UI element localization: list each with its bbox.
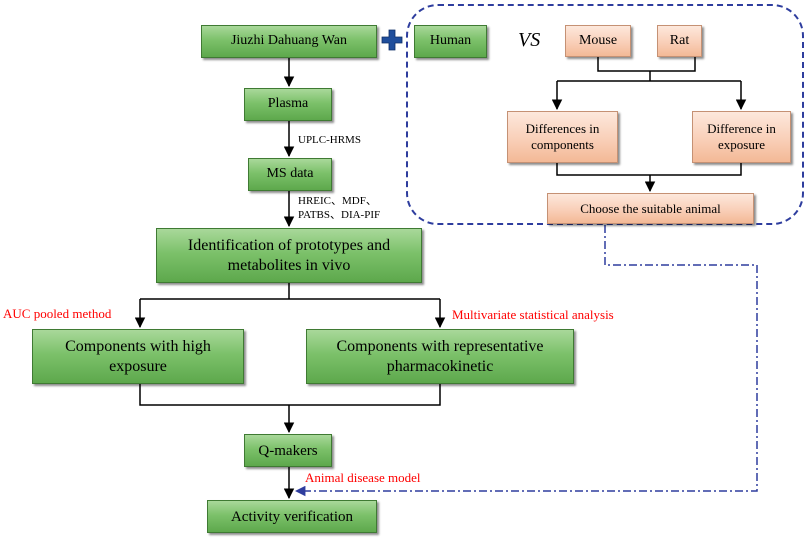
node-identification: Identification of prototypes and metabol…	[156, 228, 422, 283]
label-animal-disease-model: Animal disease model	[305, 470, 421, 485]
node-jiuzhi-dahuang-wan: Jiuzhi Dahuang Wan	[201, 25, 377, 58]
node-plasma: Plasma	[244, 88, 332, 121]
node-representative-pk: Components with representative pharmacok…	[306, 329, 574, 384]
label-multivariate-analysis: Multivariate statistical analysis	[452, 307, 614, 322]
node-activity-verification: Activity verification	[207, 500, 377, 533]
node-choose-suitable-animal: Choose the suitable animal	[547, 193, 754, 224]
vs-label: VS	[518, 29, 541, 51]
node-human: Human	[414, 25, 487, 58]
node-difference-in-exposure: Difference in exposure	[692, 111, 791, 163]
edge-diff-merge	[556, 163, 742, 176]
animal-selection-region	[406, 4, 804, 225]
label-methods-line2: PATBS、DIA-PIF	[298, 209, 381, 221]
node-rat: Rat	[657, 25, 702, 57]
node-differences-in-components: Differences in components	[507, 111, 618, 163]
label-auc-pooled-method: AUC pooled method	[3, 306, 112, 321]
edge-dashed-animal-model	[294, 225, 758, 497]
plus-icon	[381, 29, 403, 51]
node-high-exposure: Components with high exposure	[32, 329, 244, 384]
edge-mouse-rat-split	[557, 57, 741, 82]
node-q-makers: Q-makers	[244, 434, 332, 467]
label-uplc-hrms: UPLC-HRMS	[298, 134, 361, 146]
edge-merge-bottom	[139, 384, 441, 406]
node-mouse: Mouse	[565, 25, 631, 57]
node-ms-data: MS data	[248, 158, 332, 191]
edge-identification-split	[140, 283, 440, 300]
label-methods-line1: HREIC、MDF、	[298, 195, 377, 207]
